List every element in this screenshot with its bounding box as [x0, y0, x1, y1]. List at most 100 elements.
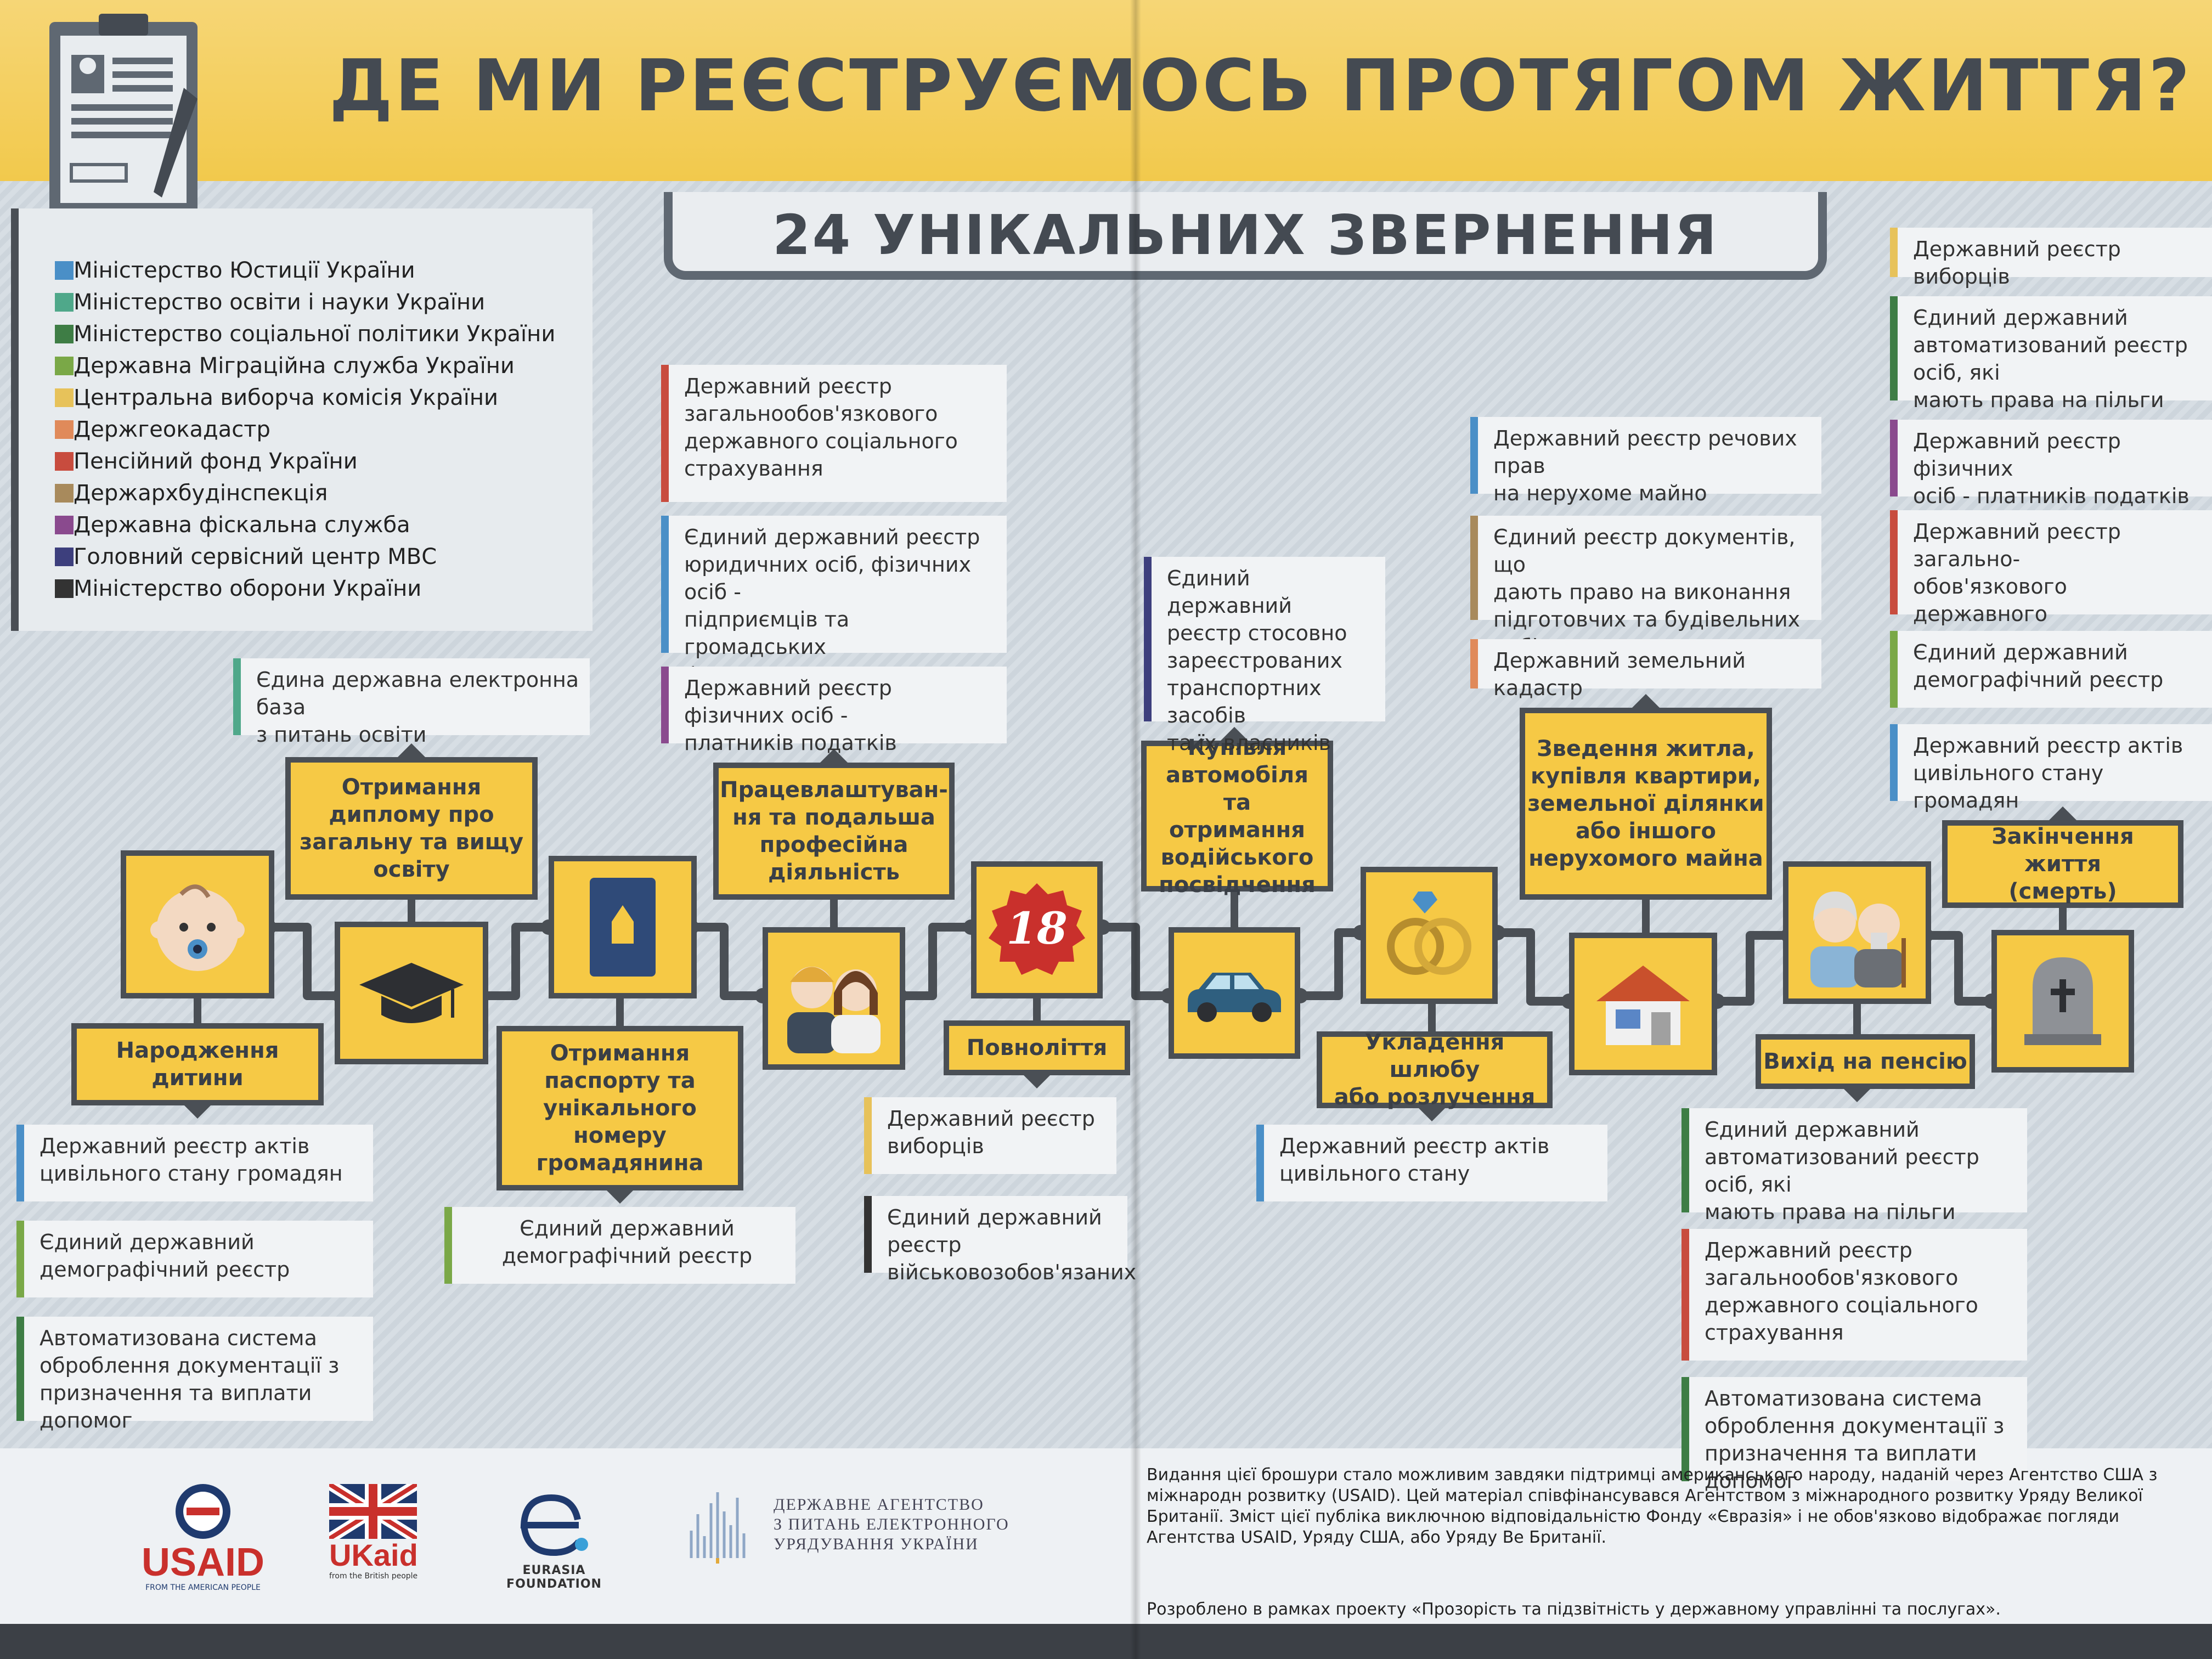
book-spine [1130, 0, 1141, 1659]
legend-item: Державна фіскальна служба [55, 512, 410, 538]
title-band [0, 0, 2212, 181]
employment-pointer [820, 749, 848, 763]
legend-swatch [55, 420, 74, 439]
elderly-icon-box [1783, 861, 1931, 1004]
passport-icon-box [549, 856, 697, 998]
registry-card-civil-status: Державний реєстр актів цивільного стану … [1890, 724, 2212, 812]
registry-card-assistance: Автоматизована система оброблення докуме… [1681, 1377, 2027, 1493]
egov-agency-logo: ДЕРЖАВНЕ АГЕНТСТВО З ПИТАНЬ ЕЛЕКТРОННОГО… [686, 1481, 1026, 1569]
passport-pointer [606, 1189, 634, 1204]
registry-card-social-insurance: Державний реєстр загально- обов'язкового… [1890, 510, 2212, 653]
legend-swatch [55, 548, 74, 566]
car-icon-box [1169, 927, 1300, 1059]
rings-icon-box [1361, 867, 1498, 1004]
registry-card-voters: Державний реєстр виборців [864, 1097, 1116, 1174]
event-adult: Повноліття [944, 1020, 1130, 1075]
legend-swatch [55, 452, 74, 471]
registry-card-demographic: Єдиний державний демографічний реєстр [1890, 631, 2212, 708]
house-icon [1596, 966, 1690, 1045]
elderly-couple-icon [1810, 891, 1906, 988]
age-18-badge-icon: 18 [989, 883, 1085, 975]
legend-item: Міністерство соціальної політики України [55, 321, 555, 347]
registry-card-taxpayers: Державний реєстр фізичних осіб - платник… [1890, 420, 2212, 508]
clipboard-icon [49, 14, 198, 214]
event-marriage: Укладення шлюбу або розлучення [1317, 1030, 1553, 1110]
housing-pointer [1632, 694, 1660, 708]
legend-item: Міністерство оборони України [55, 576, 421, 601]
legend-item: Державна Міграційна служба України [55, 353, 515, 379]
age-18-label: 18 [1006, 902, 1067, 954]
baby-icon-box [121, 850, 274, 998]
car-icon [1188, 973, 1281, 1022]
registry-card-legal-entities: Єдиний державний реєстр юридичних осіб, … [661, 516, 1007, 686]
page-edge-shadow [0, 1624, 2212, 1659]
house-icon-box [1569, 933, 1717, 1075]
legend-swatch [55, 293, 74, 312]
egov-agency-name: ДЕРЖАВНЕ АГЕНТСТВО З ПИТАНЬ ЕЛЕКТРОННОГО… [774, 1496, 1009, 1553]
age-18-icon-box: 18 [971, 861, 1103, 998]
eurasia-logo: EURASIA FOUNDATION [483, 1481, 625, 1591]
event-employment: Працевлаштуван- ня та подальша професійн… [713, 763, 955, 900]
event-retirement: Вихід на пенсію [1756, 1034, 1975, 1089]
gravestone-icon [2024, 957, 2101, 1045]
workers-icon [787, 967, 881, 1053]
event-birth: Народження дитини [71, 1023, 324, 1105]
union-jack-icon [329, 1484, 417, 1539]
registry-card-demographic: Єдиний державний демографічний реєстр [444, 1207, 795, 1284]
event-car: Купівля автомобіля та отримання водійськ… [1141, 735, 1333, 898]
registry-card-voters: Державний реєстр виборців [1890, 228, 2212, 289]
legend-swatch [55, 325, 74, 343]
diploma-pointer [397, 743, 426, 758]
marriage-pointer [1418, 1107, 1446, 1121]
event-death: Закінчення життя (смерть) [1942, 820, 2183, 908]
usaid-wordmark: USAID [141, 1541, 264, 1584]
legend-swatch [55, 484, 74, 503]
event-passport: Отримання паспорту та унікального номеру… [496, 1026, 743, 1190]
page-title: ДЕ МИ РЕЄСТРУЄМОСЬ ПРОТЯГОМ ЖИТТЯ? [329, 44, 2192, 127]
usaid-seal-icon [176, 1484, 230, 1539]
registry-card-assistance: Автоматизована система оброблення докуме… [16, 1317, 373, 1432]
footer-project-note: Розроблено в рамках проекту «Прозорість … [1147, 1600, 2001, 1619]
passport-icon [590, 878, 656, 977]
eurasia-wordmark: EURASIA FOUNDATION [506, 1564, 602, 1591]
registry-card-vehicles: Єдиний державний реєстр стосовно зареєст… [1144, 557, 1385, 755]
registry-card-civil-status: Державний реєстр актів цивільного стану [1256, 1125, 1607, 1201]
legend-swatch [55, 579, 74, 598]
egov-bars-icon [690, 1492, 746, 1564]
wedding-rings-icon [1387, 891, 1471, 975]
registry-card-social-insurance: Державний реєстр загальнообов'язкового д… [661, 365, 1007, 502]
legend-item: Держгеокадастр [55, 417, 270, 442]
page-subtitle: 24 УНІКАЛЬНИХ ЗВЕРНЕННЯ [772, 203, 1718, 267]
legend-item: Центральна виборча комісія України [55, 385, 498, 410]
graduation-cap-icon-box [335, 922, 488, 1064]
legend-item: Головний сервісний центр МВС [55, 544, 437, 569]
legend-item: Міністерство освіти і науки України [55, 290, 485, 315]
death-pointer [2049, 806, 2077, 821]
registry-card-social-insurance: Державний реєстр загальнообов'язкового д… [1681, 1229, 2027, 1361]
legend-swatch [55, 261, 74, 280]
registry-card-benefits: Єдиний державний автоматизований реєстр … [1681, 1108, 2027, 1224]
car-pointer [1220, 727, 1249, 741]
baby-icon [150, 884, 245, 971]
usaid-logo: USAID FROM THE AMERICAN PEOPLE [132, 1481, 274, 1592]
registry-card-taxpayers: Державний реєстр фізичних осіб - платник… [661, 667, 1007, 755]
footer-disclaimer: Видання цієї брошури стало можливим завд… [1147, 1465, 2158, 1547]
event-housing: Зведення житла, купівля квартири, земель… [1520, 708, 1772, 900]
legend-swatch [55, 388, 74, 407]
event-diploma: Отримання дипломy про загальну та вищу о… [285, 757, 538, 900]
registry-card-land-cadastre: Державний земельний кадастр [1470, 639, 1821, 700]
registry-card-edu-db: Єдина державна електронна база з питань … [233, 658, 590, 747]
adult-pointer [1023, 1074, 1051, 1088]
legend-item: Пенсійний фонд України [55, 449, 358, 474]
registry-card-benefits: Єдиний державний автоматизований реєстр … [1890, 296, 2212, 412]
ukaid-wordmark: UKaid [329, 1538, 418, 1572]
registry-card-construction-docs: Єдиний реєстр документів, що дають право… [1470, 516, 1821, 659]
retirement-pointer [1843, 1088, 1871, 1102]
registry-card-demographic: Єдиний державний демографічний реєстр [16, 1221, 373, 1297]
registry-card-military: Єдиний державний реєстр військовозобов'я… [864, 1196, 1136, 1284]
ukaid-logo: UKaid from the British people [329, 1484, 428, 1588]
usaid-tagline: FROM THE AMERICAN PEOPLE [145, 1583, 261, 1592]
legend-swatch [55, 357, 74, 375]
subtitle-box: 24 УНІКАЛЬНИХ ЗВЕРНЕННЯ [664, 192, 1827, 280]
